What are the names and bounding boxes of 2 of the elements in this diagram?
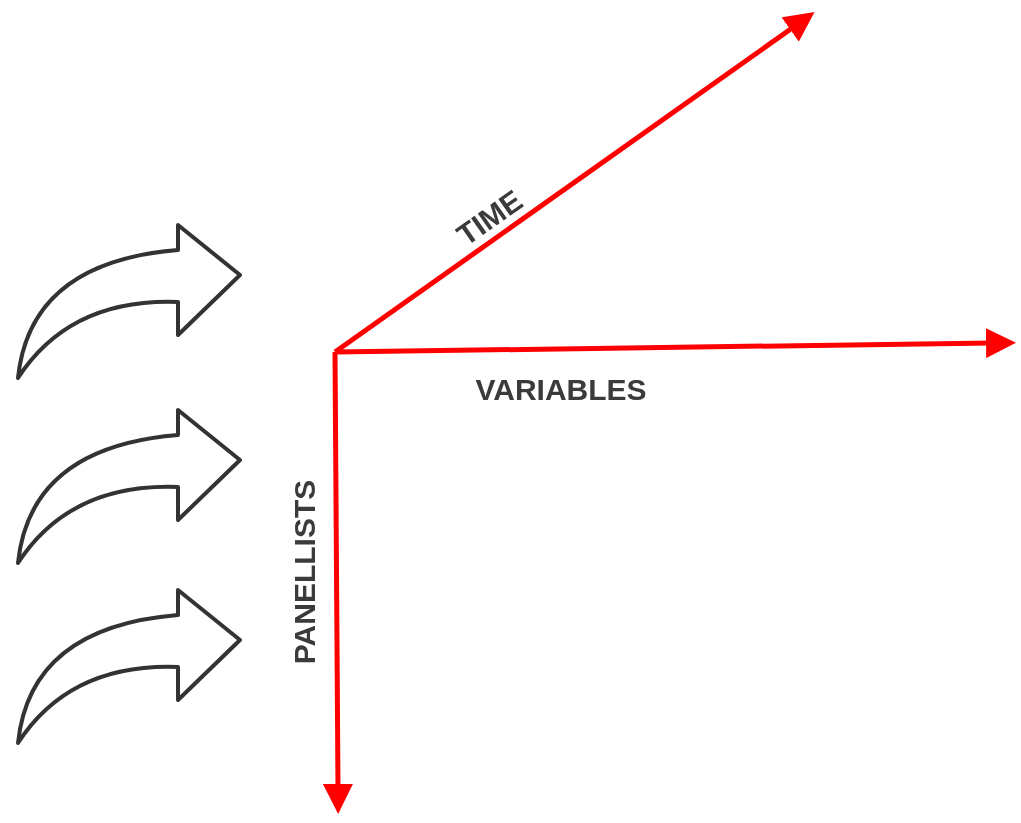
axis-label: VARIABLES <box>475 375 647 405</box>
axis-label: PANELLISTS <box>290 479 321 665</box>
